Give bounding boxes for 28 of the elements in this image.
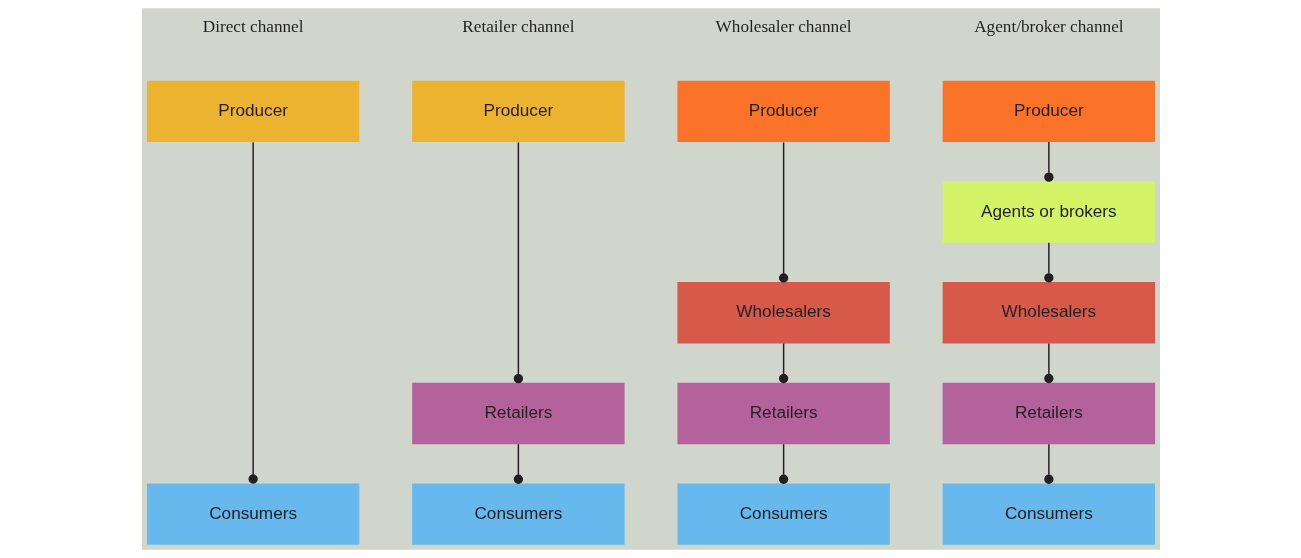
label: Agent/broker channel <box>973 16 1124 36</box>
node-box: Retailers <box>411 382 625 445</box>
node-box: Retailers <box>676 382 890 445</box>
label: Retailer channel <box>461 16 574 36</box>
connector <box>1043 443 1054 484</box>
label: Wholesaler channel <box>715 16 852 36</box>
node-box: Producer <box>942 80 1155 143</box>
connector <box>778 141 788 283</box>
connector <box>513 141 523 384</box>
node-box: Consumers <box>676 483 890 545</box>
node-box: Retailers <box>942 382 1155 445</box>
node-box: Producer <box>146 80 359 143</box>
node-box: Wholesalers <box>676 282 890 344</box>
node-box: Agents or brokers <box>942 181 1155 243</box>
connector <box>513 443 523 484</box>
node-box: Consumers <box>942 483 1155 545</box>
label: Direct channel <box>202 16 303 36</box>
node-box: Wholesalers <box>942 282 1155 344</box>
connector <box>778 443 788 484</box>
node-box: Producer <box>676 80 890 143</box>
node-box: Consumers <box>411 483 625 545</box>
connector <box>1043 242 1054 283</box>
connector <box>778 342 788 384</box>
connector <box>1043 342 1054 384</box>
node-box: Consumers <box>146 483 359 545</box>
connector <box>1043 141 1054 182</box>
node-box: Producer <box>411 80 625 143</box>
connector <box>247 141 258 484</box>
